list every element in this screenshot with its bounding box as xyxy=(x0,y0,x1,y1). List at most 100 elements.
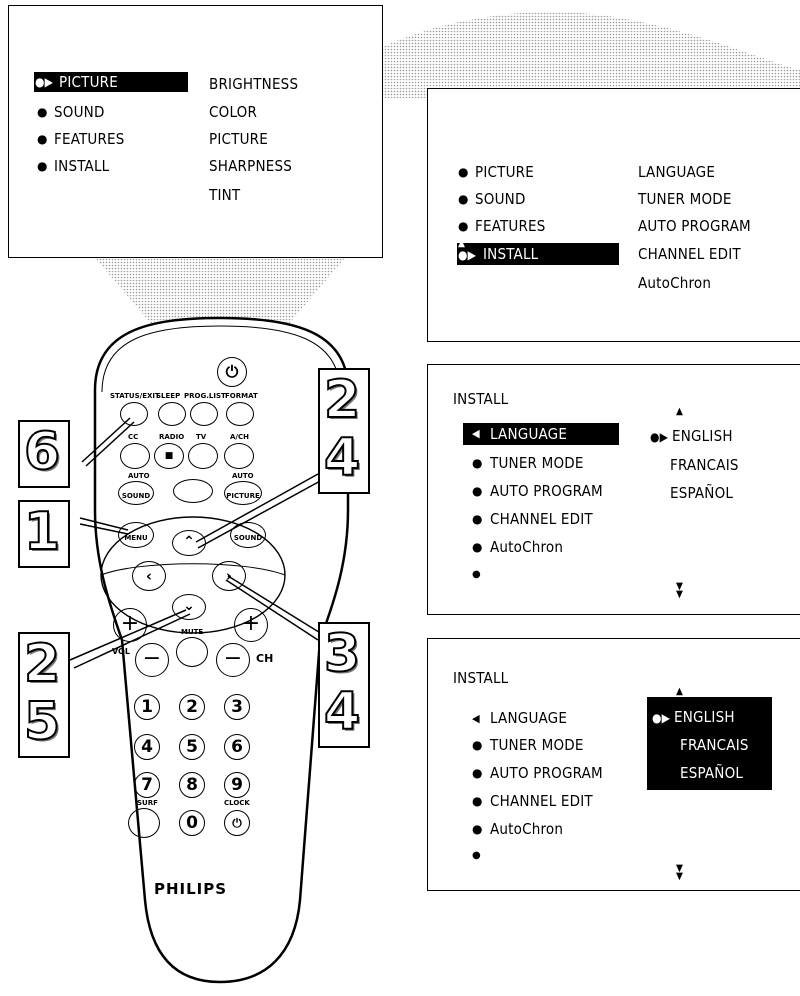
pointer-3-4 xyxy=(225,579,319,641)
prog-list-label: PROG.LIST xyxy=(184,392,226,400)
cursor-down-button[interactable]: ⌄ xyxy=(172,594,206,620)
cc-label: CC xyxy=(128,433,139,441)
channel-up-button[interactable]: + xyxy=(234,608,268,642)
menu-item-sound: SOUND xyxy=(475,190,526,208)
install-item-channel-edit: CHANNEL EDIT xyxy=(490,510,593,528)
callout-box-2-5 xyxy=(18,632,70,758)
menu-title: INSTALL xyxy=(453,669,509,687)
light-beam-up xyxy=(95,258,345,340)
status-exit-label: STATUS/EXIT xyxy=(110,392,160,400)
callout-box-1 xyxy=(18,500,70,568)
option-cursor-icon: ●▶ xyxy=(650,430,669,444)
callout-box-6 xyxy=(18,420,70,488)
mute-label: MUTE xyxy=(181,628,204,636)
prog-list-button[interactable] xyxy=(190,402,218,426)
bullet-icon: ● xyxy=(472,766,483,780)
menu-highlight xyxy=(34,72,188,92)
callout-step-4: 4 xyxy=(323,428,361,488)
power-button[interactable]: ⏻ xyxy=(217,357,247,387)
surf-button[interactable] xyxy=(128,808,160,838)
auto-sound-label: SOUND xyxy=(121,492,151,500)
digit-3-button[interactable]: 3 xyxy=(224,694,250,720)
bullet-icon: ● xyxy=(37,159,48,173)
radio-icon: ■ xyxy=(164,451,174,461)
bullet-icon: ● xyxy=(37,105,48,119)
surf-label: SURF xyxy=(137,799,158,807)
callout-step-2: 2 xyxy=(323,370,361,430)
submenu-autochron: AutoChron xyxy=(638,274,712,292)
callout-step-1: 1 xyxy=(23,502,61,562)
ach-button[interactable] xyxy=(224,443,254,469)
pointer-2-4 xyxy=(195,473,319,543)
digit-9-button[interactable]: 9 xyxy=(224,772,250,798)
volume-up-button[interactable]: + xyxy=(113,608,147,642)
ch-label: CH xyxy=(256,652,274,665)
digit-0-button[interactable]: 0 xyxy=(179,810,205,836)
menu-screen-install-language: INSTALL ◀ LANGUAGE ● TUNER MODE ● AUTO P… xyxy=(427,364,800,615)
cursor-up-button[interactable]: ⌃ xyxy=(172,530,206,556)
more-down-icon: ● xyxy=(472,569,481,580)
digit-7-button[interactable]: 7 xyxy=(134,772,160,798)
option-cursor-icon: ●▶ xyxy=(652,711,671,725)
menu-label: MENU xyxy=(124,534,148,542)
chevron-left-icon: ‹ xyxy=(145,567,153,585)
submenu-language: LANGUAGE xyxy=(638,163,716,181)
mute-button[interactable] xyxy=(176,637,208,667)
callout-step-4: 4 xyxy=(323,682,361,742)
install-item-tuner-mode: TUNER MODE xyxy=(490,736,584,754)
auto-sound-button[interactable]: SOUND xyxy=(118,481,154,505)
radio-button[interactable]: ■ xyxy=(154,443,184,469)
volume-down-button[interactable]: − xyxy=(135,643,169,677)
bullet-icon: ● xyxy=(472,794,483,808)
cursor-left-button[interactable]: ‹ xyxy=(132,561,166,591)
power-icon: ⏻ xyxy=(225,362,239,381)
install-item-channel-edit: CHANNEL EDIT xyxy=(490,792,593,810)
plus-icon: + xyxy=(241,611,261,636)
power-clock-icon: ⏻ xyxy=(232,816,242,830)
auto-picture-top-label: AUTO xyxy=(232,472,254,480)
digit-2-button[interactable]: 2 xyxy=(179,694,205,720)
ach-label: A/CH xyxy=(230,433,249,441)
menu-button[interactable]: MENU xyxy=(118,522,154,548)
pointer-6 xyxy=(81,417,131,463)
submenu-tuner-mode: TUNER MODE xyxy=(638,190,732,208)
menu-item-features: FEATURES xyxy=(475,217,546,235)
chevron-down-icon: ⌄ xyxy=(183,598,195,614)
format-button[interactable] xyxy=(226,402,254,426)
install-item-auto-program: AUTO PROGRAM xyxy=(490,482,603,500)
tv-button[interactable] xyxy=(188,443,218,469)
submenu-brightness: BRIGHTNESS xyxy=(209,75,299,93)
option-english: ENGLISH xyxy=(672,427,733,445)
digit-4-button[interactable]: 4 xyxy=(134,734,160,760)
digit-1-button[interactable]: 1 xyxy=(134,694,160,720)
auto-picture-button[interactable]: PICTURE xyxy=(224,481,262,505)
bullet-icon: ● xyxy=(472,456,483,470)
digit-8-button[interactable]: 8 xyxy=(179,772,205,798)
sleep-button[interactable] xyxy=(158,402,186,426)
submenu-auto-program: AUTO PROGRAM xyxy=(638,217,751,235)
menu-item-picture: PICTURE xyxy=(475,163,534,181)
status-exit-button[interactable] xyxy=(120,402,148,426)
callout-box-2-4 xyxy=(318,368,370,494)
digit-6-button[interactable]: 6 xyxy=(224,734,250,760)
cc-button[interactable] xyxy=(120,443,150,469)
callout-step-6: 6 xyxy=(23,422,61,482)
channel-down-button[interactable]: − xyxy=(216,643,250,677)
digit-5-button[interactable]: 5 xyxy=(179,734,205,760)
bullet-icon: ● xyxy=(472,738,483,752)
menu-title: INSTALL xyxy=(453,390,509,408)
menu-item-install: INSTALL xyxy=(54,157,110,175)
sound-button[interactable]: SOUND xyxy=(230,522,266,548)
install-item-auto-program: AUTO PROGRAM xyxy=(490,764,603,782)
clock-button[interactable]: ⏻ xyxy=(224,810,250,836)
menu-cursor-icon: ●▶ xyxy=(35,75,54,89)
bullet-icon: ● xyxy=(472,512,483,526)
sound-label: SOUND xyxy=(233,534,263,542)
submenu-color: COLOR xyxy=(209,103,258,121)
down-arrow-icon: ▼▼ xyxy=(676,581,684,600)
chevron-right-icon: › xyxy=(225,567,233,585)
cursor-right-button[interactable]: › xyxy=(212,561,246,591)
chevron-up-icon: ⌃ xyxy=(183,534,195,550)
option-espanol: ESPAÑOL xyxy=(680,764,744,782)
center-oval-button[interactable] xyxy=(173,479,213,503)
